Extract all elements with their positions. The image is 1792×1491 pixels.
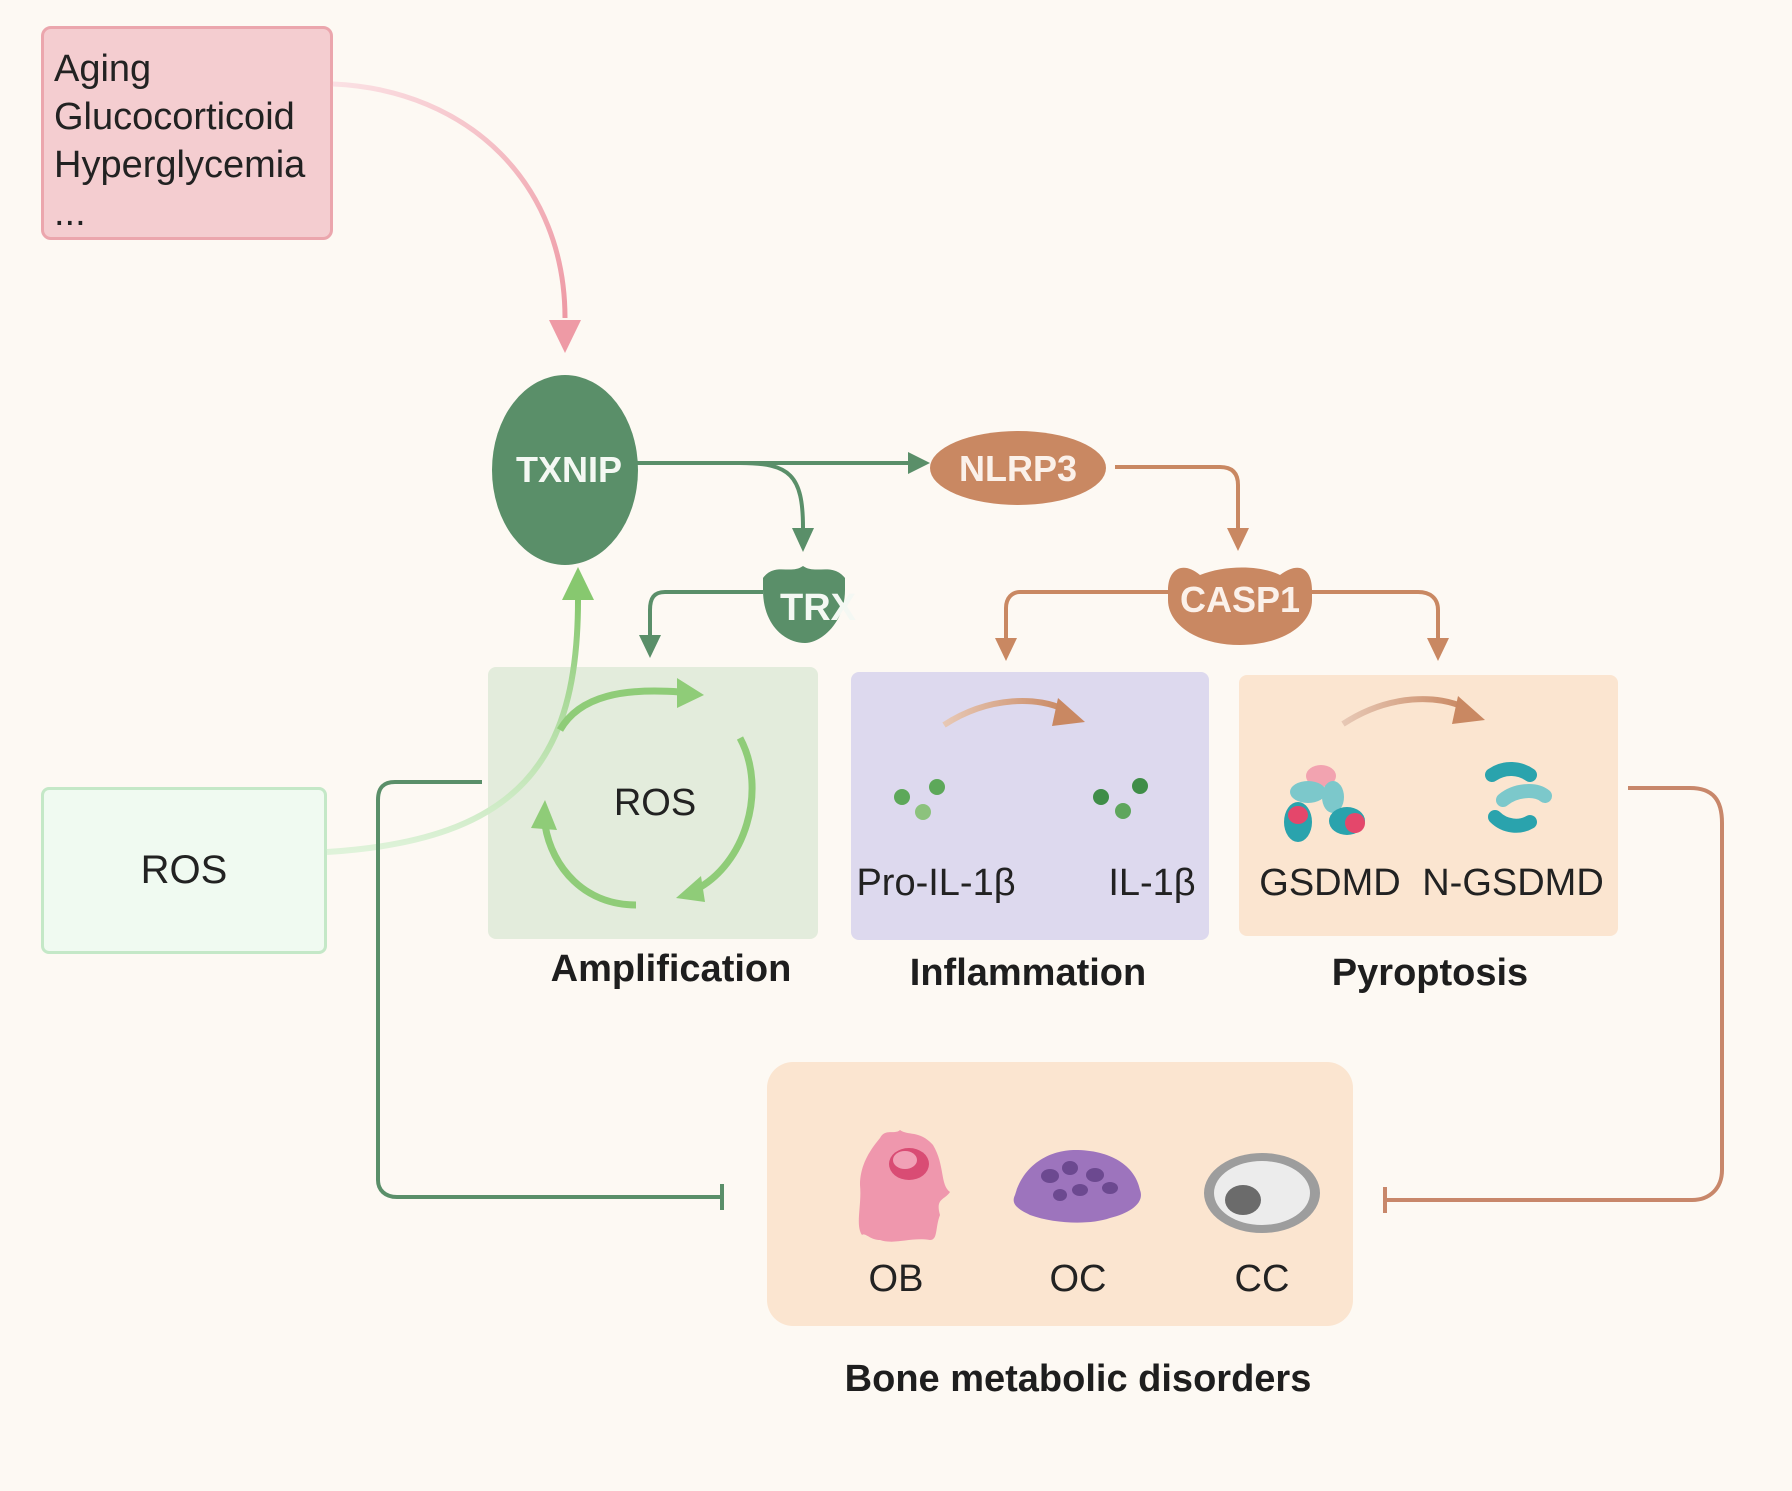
n-gsdmd-label: N-GSDMD xyxy=(1422,862,1604,904)
casp1-to-inflammation-arrow xyxy=(995,590,1180,661)
amplification-caption: Amplification xyxy=(550,948,792,990)
txnip-to-nlrp3-arrow xyxy=(635,452,930,474)
stressors-box: Aging Glucocorticoid Hyperglycemia ... xyxy=(41,26,333,240)
osteoblast-label: OB xyxy=(868,1258,924,1300)
gsdmd-label: GSDMD xyxy=(1259,862,1401,904)
il1b-icon xyxy=(1093,778,1148,819)
stressor-glucocorticoid: Glucocorticoid xyxy=(54,96,295,138)
stressor-aging: Aging xyxy=(54,48,152,90)
il1b-label: IL-1β xyxy=(1108,862,1196,904)
n-gsdmd-icon xyxy=(1485,762,1552,833)
amplification-ros-label: ROS xyxy=(613,782,697,824)
trx-label: TRX xyxy=(780,587,857,629)
gsdmd-icon xyxy=(1284,765,1365,842)
inflammation-process-arrow xyxy=(942,698,1085,728)
amplification-cycle xyxy=(531,678,756,909)
stressor-hyperglycemia: Hyperglycemia xyxy=(54,144,306,186)
osteoblast-icon xyxy=(858,1130,950,1242)
casp1-node: CASP1 xyxy=(1168,567,1312,645)
ros-source-label: ROS xyxy=(140,848,228,892)
ros-source-box: ROS xyxy=(41,787,327,954)
pro-il1b-label: Pro-IL-1β xyxy=(856,862,1016,904)
inflammation-panel xyxy=(851,672,1209,940)
nlrp3-label: NLRP3 xyxy=(959,448,1077,489)
osteoclast-icon xyxy=(1013,1150,1141,1223)
trx-node: TRX xyxy=(763,566,857,643)
bone-disorders-caption: Bone metabolic disorders xyxy=(844,1358,1312,1400)
stressor-arrow xyxy=(332,81,581,353)
stressor-ellipsis: ... xyxy=(54,192,86,234)
casp1-to-pyroptosis-arrow xyxy=(1290,590,1449,661)
pro-il1b-icon xyxy=(894,779,945,820)
inflammation-caption: Inflammation xyxy=(909,952,1147,994)
trx-to-amplification-arrow xyxy=(639,590,763,658)
nlrp3-to-casp1-arrow xyxy=(1115,465,1249,551)
ros-inhibit-bone-line xyxy=(376,780,724,1210)
chondrocyte-label: CC xyxy=(1234,1258,1290,1300)
txnip-to-trx-arrow xyxy=(739,461,814,552)
txnip-label: TXNIP xyxy=(516,449,622,490)
amplification-panel xyxy=(488,667,818,939)
osteoclast-label: OC xyxy=(1049,1258,1107,1300)
pyroptosis-process-arrow xyxy=(1341,696,1485,727)
chondrocyte-icon xyxy=(1204,1153,1320,1233)
pyroptosis-caption: Pyroptosis xyxy=(1331,952,1529,994)
nlrp3-node: NLRP3 xyxy=(930,431,1106,505)
pyroptosis-inhibit-bone-line xyxy=(1383,786,1724,1213)
ros-to-txnip-arrow xyxy=(326,567,594,855)
casp1-label: CASP1 xyxy=(1180,579,1300,620)
txnip-node: TXNIP xyxy=(492,375,638,565)
